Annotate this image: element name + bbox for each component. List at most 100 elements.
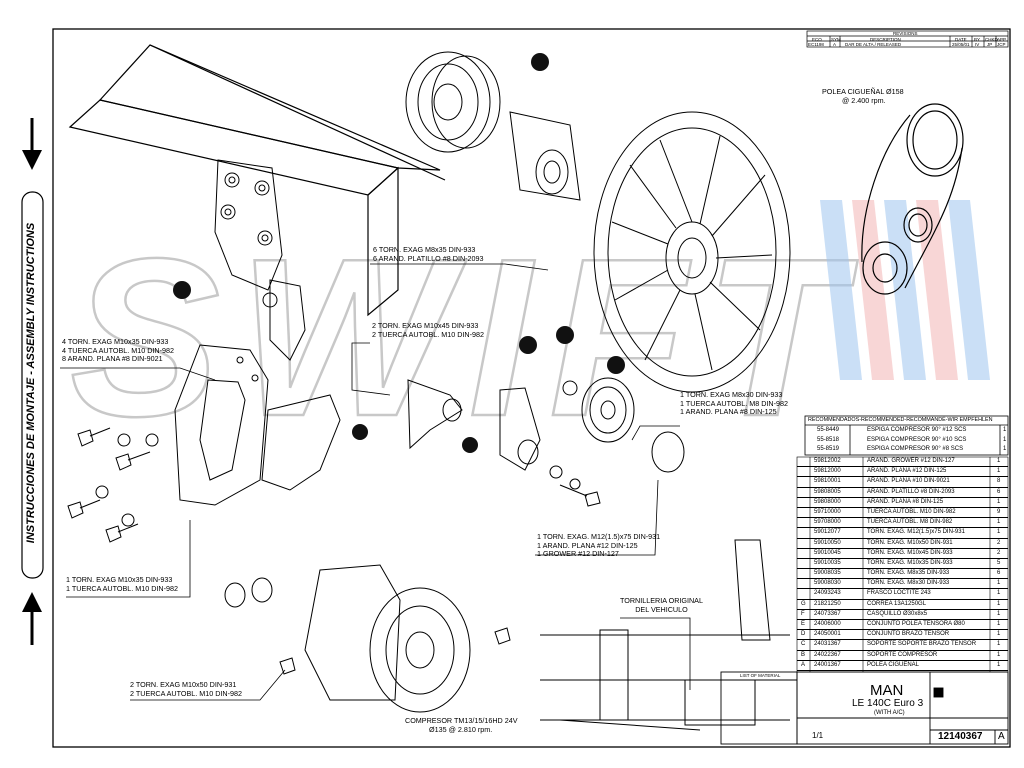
bom-row: 59010045 TORN. EXAG. M10x45 DIN-933 2 bbox=[797, 549, 1008, 559]
callout-line: Ø135 @ 2.810 rpm. bbox=[429, 724, 493, 734]
bom-description: CONJUNTO POLEA TENSORA Ø80 bbox=[867, 621, 965, 627]
bom-description: CASQUILLO Ø30x8x5 bbox=[867, 610, 928, 617]
callout-line: 2 TORN. EXAG M10x45 DIN-933 bbox=[372, 321, 479, 330]
callout-line: 1 TORN. EXAG. M12(1.5)x75 DIN-931 bbox=[537, 532, 661, 541]
crank-pulley bbox=[405, 51, 581, 201]
bom-description: TUERCA AUTOBL. M10 DIN-982 bbox=[867, 508, 956, 515]
list-of-material-label: LIST OF MATERIAL bbox=[740, 673, 781, 678]
bom-part-number: 24001367 bbox=[814, 661, 841, 668]
callout-m10x35-4: 4 TORN. EXAG M10x35 DIN-933 4 TUERCA AUT… bbox=[62, 337, 174, 364]
callout-line: 2 TUERCA AUTOBL. M10 DIN-982 bbox=[130, 688, 242, 698]
bom-description: CONJUNTO BRAZO TENSOR bbox=[867, 631, 950, 638]
recommended-code: 55-8518 bbox=[817, 436, 840, 443]
title-block-frame bbox=[720, 671, 1009, 745]
callout-m8x30: 1 TORN. EXAG M8x30 DIN-933 1 TUERCA AUTO… bbox=[680, 390, 788, 417]
bom-description: ARAND. PLANA #10 DIN-9021 bbox=[867, 478, 950, 485]
bom-description: TORN. EXAG. M8x30 DIN-933 bbox=[867, 580, 950, 587]
bom-qty: 5 bbox=[997, 559, 1001, 566]
bom-part-number: 59812000 bbox=[814, 468, 841, 475]
bom-part-number: 59708000 bbox=[814, 519, 841, 526]
recommended-qty: 1 bbox=[1003, 427, 1007, 433]
bom-qty: 8 bbox=[997, 478, 1001, 485]
callout-line: 1 ARAND. PLANA #12 DIN-125 bbox=[537, 540, 638, 550]
bom-description: TORN. EXAG. M10x45 DIN-933 bbox=[867, 549, 953, 556]
bom-part-number: 24022367 bbox=[814, 651, 841, 658]
recommended-description: ESPIGA COMPRESOR 90° #12 SCS bbox=[867, 427, 967, 433]
callout-m12: 1 TORN. EXAG. M12(1.5)x75 DIN-931 1 ARAN… bbox=[537, 532, 661, 559]
bom-qty: 1 bbox=[997, 498, 1001, 505]
belt-schematic bbox=[861, 103, 964, 295]
bom-qty: 1 bbox=[997, 458, 1001, 464]
bom-description: TORN. EXAG. M12(1.5)x75 DIN-931 bbox=[867, 529, 965, 536]
bom-qty: 1 bbox=[997, 651, 1001, 658]
callout-tornilleria: TORNILLERIA ORIGINAL DEL VEHICULO bbox=[620, 596, 703, 614]
bom-part-number: 24093243 bbox=[814, 590, 841, 597]
rev-row-date: 25/05/01 bbox=[952, 42, 970, 47]
revision-title: REVISIONS bbox=[893, 31, 918, 36]
model-name: LE 140C Euro 3 bbox=[852, 698, 924, 709]
rev-header-chkd: CHKD bbox=[985, 37, 998, 42]
bom-item-letter: F bbox=[801, 610, 805, 617]
drawing-number: 12140367 bbox=[938, 731, 983, 742]
bom-qty: 2 bbox=[997, 549, 1001, 556]
bom-part-number: 59010050 bbox=[814, 539, 841, 546]
bom-part-number: 24073367 bbox=[814, 610, 841, 617]
bom-part-number: 24050001 bbox=[814, 631, 841, 638]
callout-line: 8 ARAND. PLANA #8 DIN-9021 bbox=[62, 354, 163, 364]
bom-description: TUERCA AUTOBL. M8 DIN-982 bbox=[867, 519, 953, 526]
bom-qty: 1 bbox=[997, 580, 1001, 587]
bom-part-number: 59808000 bbox=[814, 498, 841, 505]
bom-part-number: 59010045 bbox=[814, 549, 841, 556]
bom-row: F 24073367 CASQUILLO Ø30x8x5 1 bbox=[797, 610, 1008, 620]
fasteners bbox=[67, 427, 601, 675]
callout-m10x35-1: 1 TORN. EXAG M10x35 DIN-933 1 TUERCA AUT… bbox=[66, 575, 178, 593]
bom-part-number: 21821250 bbox=[814, 600, 841, 607]
callout-line: 1 ARAND. PLANA #8 DIN-125 bbox=[680, 407, 777, 417]
bom-qty: 1 bbox=[997, 519, 1001, 526]
compressor-bracket bbox=[174, 344, 341, 506]
up-arrow-icon bbox=[22, 592, 42, 645]
callout-compressor: COMPRESOR TM13/15/16HD 24V Ø135 @ 2.810 … bbox=[405, 716, 518, 734]
recommended-code: 55-8519 bbox=[817, 446, 840, 453]
callout-m8x35: 6 TORN. EXAG M8x35 DIN-933 6 ARAND. PLAT… bbox=[373, 245, 484, 263]
bom-qty: 6 bbox=[997, 488, 1001, 495]
recommended-table-frame bbox=[804, 415, 1009, 456]
bom-item-letter: C bbox=[801, 641, 806, 648]
bom-description: TORN. EXAG. M8x35 DIN-933 bbox=[867, 570, 950, 577]
bom-qty: 1 bbox=[997, 610, 1001, 617]
bom-row: 59812002 ARAND. GROWER #12 DIN-127 1 bbox=[797, 457, 1008, 468]
variant-label: (WITH A/C) bbox=[874, 710, 905, 716]
bom-part-number: 59810001 bbox=[814, 478, 841, 485]
callout-m10x45: 2 TORN. EXAG M10x45 DIN-933 2 TUERCA AUT… bbox=[372, 321, 484, 339]
fan bbox=[593, 111, 791, 393]
bom-part-number: 59812002 bbox=[814, 458, 841, 464]
bom-qty: 1 bbox=[997, 661, 1001, 668]
callout-line: @ 2.400 rpm. bbox=[842, 95, 886, 105]
bom-description: ARAND. PLANA #8 DIN-125 bbox=[867, 498, 944, 505]
bom-part-number: 24031367 bbox=[814, 641, 841, 648]
bom-qty: 6 bbox=[997, 570, 1001, 577]
recommended-header: RECOMMENDADOS-RECOMMENDED-RECOMMANDÉ-WIR… bbox=[808, 417, 993, 423]
recommended-description: ESPIGA COMPRESOR 90° #8 SCS bbox=[867, 446, 964, 453]
bom-description: ARAND. GROWER #12 DIN-127 bbox=[867, 458, 955, 464]
upper-bracket bbox=[214, 159, 306, 361]
rev-row-desc: DAR DE ALTA / RELEASED bbox=[845, 42, 902, 47]
bom-item-letter: G bbox=[801, 600, 806, 607]
recommended-qty: 1 bbox=[1003, 436, 1007, 443]
compressor bbox=[224, 564, 471, 713]
rev-row-by: IV bbox=[975, 42, 980, 47]
leader-lines bbox=[60, 263, 691, 701]
rev-row-sym: A bbox=[833, 42, 837, 47]
part-balloons bbox=[173, 53, 625, 453]
bom-description: POLEA CIGUEÑAL bbox=[867, 661, 920, 668]
